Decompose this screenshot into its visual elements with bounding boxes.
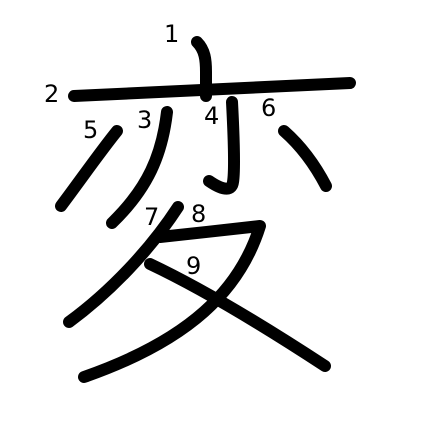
stroke-number-5: 5 (83, 116, 98, 144)
stroke-number-4: 4 (204, 102, 219, 130)
stroke-6 (278, 125, 332, 192)
stroke-number-3: 3 (137, 106, 152, 134)
character-strokes (55, 36, 356, 383)
stroke-number-1: 1 (164, 20, 179, 48)
stroke-number-9: 9 (186, 252, 201, 280)
stroke-4 (203, 96, 241, 195)
stroke-number-7: 7 (144, 203, 159, 231)
stroke-number-2: 2 (44, 80, 59, 108)
stroke-number-6: 6 (261, 94, 276, 122)
stroke-3 (106, 106, 173, 229)
stroke-number-labels: 1 2 3 4 5 6 7 8 9 (44, 20, 276, 280)
stroke-1 (191, 36, 212, 102)
stroke-number-8: 8 (191, 200, 206, 228)
stroke-5 (55, 125, 123, 212)
stroke-8 (78, 220, 266, 383)
stroke-9 (144, 258, 331, 372)
stroke-7 (63, 201, 184, 328)
stroke-2 (68, 77, 356, 102)
